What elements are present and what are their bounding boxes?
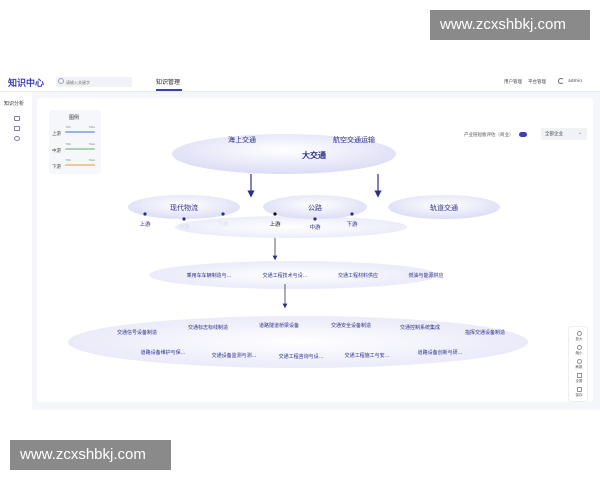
stream-dot <box>182 217 186 221</box>
enterprise-select-value: 全部企业 <box>545 132 563 137</box>
level4-node-label[interactable]: 交通安全设备制造 <box>331 322 371 329</box>
node-highway-ellipse[interactable] <box>263 195 367 219</box>
zoom-in-button[interactable]: 放大 <box>569 331 589 342</box>
stream-dot <box>143 212 147 216</box>
evaluation-toggle[interactable] <box>519 132 527 137</box>
level4-node-label[interactable]: 道路设备维护与保... <box>141 349 186 356</box>
legend-max: Max <box>89 125 96 129</box>
legend-max: Max <box>89 142 96 146</box>
level3-ring <box>149 261 437 289</box>
search-icon <box>58 78 64 84</box>
level4-node-label[interactable]: 交通工程施工与安... <box>345 352 390 359</box>
legend-bar-midstream <box>65 148 95 150</box>
refresh-icon[interactable] <box>558 78 564 84</box>
level3-node-label[interactable]: 交通工程材料供应 <box>338 272 378 279</box>
level4-node-label[interactable]: 交通标志标线制造 <box>188 324 228 331</box>
tool-label: 全屏 <box>575 379 583 383</box>
graph-toolbar: 放大 缩小 刷新 全屏 保存 <box>568 326 588 402</box>
map-icon[interactable] <box>14 116 20 121</box>
refresh-icon <box>576 359 582 364</box>
zoom-out-icon <box>576 345 582 350</box>
stream-label: 下游 <box>346 220 358 228</box>
legend-bar-downstream <box>65 164 95 166</box>
level3-node-label[interactable]: 乘用车车辆制造与... <box>187 272 232 279</box>
fullscreen-icon <box>576 373 582 378</box>
user-management-link[interactable]: 用户管理 <box>504 80 522 85</box>
stream-dot <box>221 212 225 216</box>
watermark-top: www.zcxshbkj.com <box>430 10 590 40</box>
knowledge-graph[interactable]: 海上交通 航空交通运输 大交通 现代物流 上游 中游 下游 公路 <box>37 98 593 402</box>
level3-node-label[interactable]: 交通工程技术与设... <box>263 272 308 279</box>
legend-title: 图例 <box>69 115 80 121</box>
level4-node-label[interactable]: 交通设备监测与测... <box>212 352 257 359</box>
node-root-ellipse[interactable] <box>172 134 396 174</box>
node-logistics-ellipse[interactable] <box>128 195 240 219</box>
zoom-in-icon <box>576 331 582 336</box>
tool-label: 缩小 <box>575 351 583 355</box>
active-tab-indicator <box>156 89 182 91</box>
stream-dot <box>350 212 354 216</box>
search-input[interactable] <box>66 77 130 87</box>
search-box[interactable] <box>56 77 132 87</box>
app-window: 知识中心 知识管理 用户管理 平台管理 admin 知识分析 <box>0 72 600 410</box>
stream-label: 上游 <box>269 220 281 228</box>
save-icon <box>576 387 582 392</box>
node-highway-label: 公路 <box>308 203 322 212</box>
app-logo[interactable]: 知识中心 <box>8 79 45 89</box>
legend-min: Min <box>66 125 72 129</box>
legend-label-midstream: 中游 <box>52 149 61 154</box>
legend-label-upstream: 上游 <box>52 132 61 137</box>
platform-management-link[interactable]: 平台管理 <box>528 80 546 85</box>
legend-label-downstream: 下游 <box>52 165 61 170</box>
refresh-button[interactable]: 刷新 <box>569 359 589 370</box>
evaluation-label: 产业链短板评估（商业） <box>464 133 514 138</box>
level4-ring <box>68 316 528 368</box>
node-logistics-label: 现代物流 <box>170 203 198 212</box>
tool-label: 放大 <box>575 337 583 341</box>
legend-min: Min <box>66 142 72 146</box>
sidebar-title: 知识分析 <box>4 101 25 107</box>
save-button[interactable]: 保存 <box>569 387 589 398</box>
legend-max: Max <box>89 158 96 162</box>
layers-icon[interactable] <box>14 126 20 131</box>
level3-node-label[interactable]: 燃油与能源供应 <box>408 272 443 279</box>
watermark-bottom: www.zcxshbkj.com <box>10 440 171 470</box>
level4-node-label[interactable]: 指挥交通设备制造 <box>465 329 505 336</box>
stream-dot <box>313 217 317 221</box>
zoom-out-button[interactable]: 缩小 <box>569 345 589 356</box>
fullscreen-button[interactable]: 全屏 <box>569 373 589 384</box>
legend-panel: 图例 上游 Min Max 中游 Min Max 下游 Min Max <box>49 110 101 174</box>
level4-node-label[interactable]: 交通信号设备制造 <box>117 329 157 336</box>
stream-label: 中游 <box>309 223 321 231</box>
tab-knowledge-management[interactable]: 知识管理 <box>156 79 181 86</box>
enterprise-select[interactable]: 全部企业 ⌄ <box>541 128 587 140</box>
user-menu[interactable]: admin <box>568 79 583 84</box>
stream-dot <box>273 212 277 216</box>
sidebar: 知识分析 <box>0 92 32 410</box>
node-root-label: 大交通 <box>302 150 326 160</box>
node-rail-label: 轨道交通 <box>430 203 458 212</box>
stream-label: 上游 <box>139 220 151 228</box>
level4-node-label[interactable]: 道路隧道桥梁设备 <box>259 322 299 329</box>
legend-bar-upstream <box>65 131 95 133</box>
graph-canvas[interactable]: 海上交通 航空交通运输 大交通 现代物流 上游 中游 下游 公路 <box>37 98 593 402</box>
node-highway-ring <box>175 216 407 238</box>
tool-label: 保存 <box>575 393 583 397</box>
node-root-left-label: 海上交通 <box>228 135 256 144</box>
level4-node-label[interactable]: 交通工程咨询与设... <box>279 353 324 360</box>
chevron-down-icon: ⌄ <box>578 130 583 136</box>
node-rail-ellipse[interactable] <box>388 195 500 219</box>
level4-node-label[interactable]: 交通控制系统集成 <box>400 324 440 331</box>
level4-node-label[interactable]: 道路设备创新与研... <box>418 349 463 356</box>
settings-icon[interactable] <box>14 136 20 141</box>
top-bar: 知识中心 知识管理 用户管理 平台管理 admin <box>0 72 600 92</box>
tool-label: 刷新 <box>575 365 583 369</box>
legend-min: Min <box>66 158 72 162</box>
node-root-right-label: 航空交通运输 <box>333 135 375 144</box>
